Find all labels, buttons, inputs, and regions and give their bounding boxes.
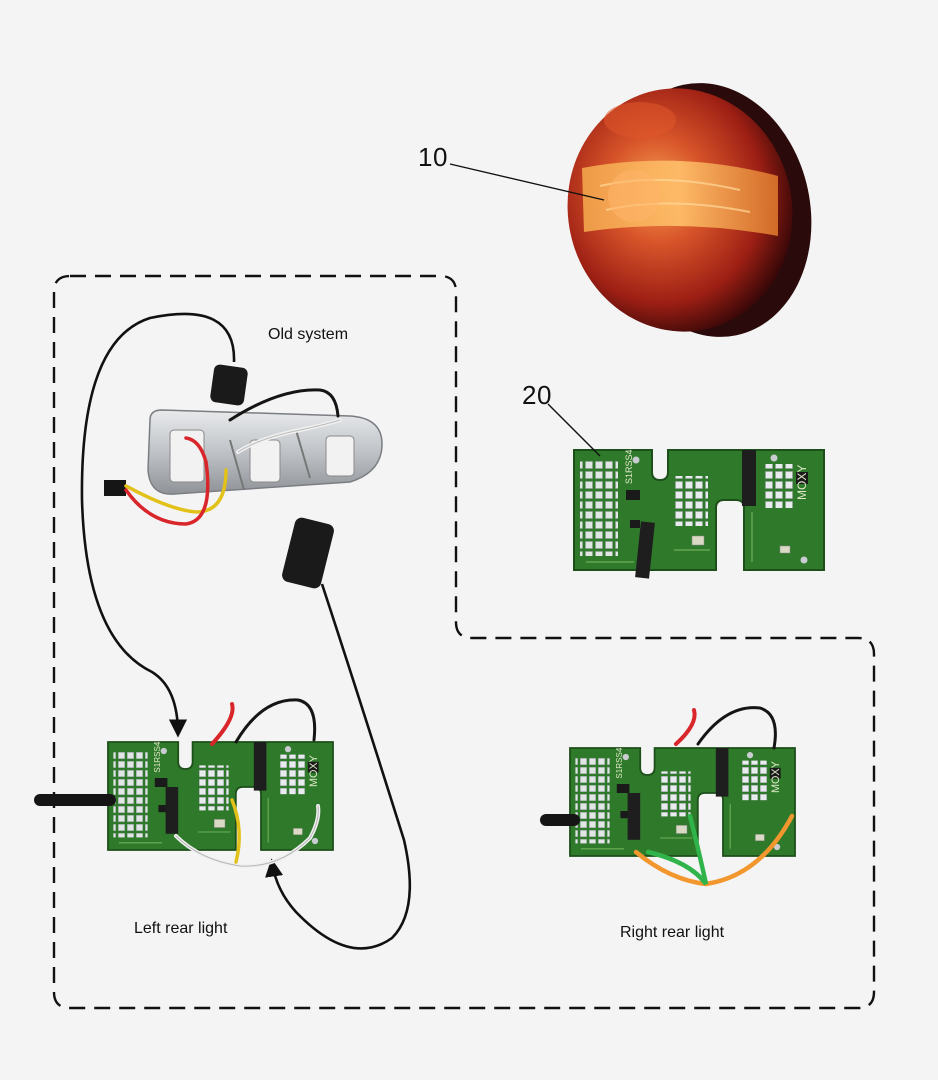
left-rear-light-caption: Left rear light — [134, 920, 228, 937]
board-callout-number: 20 — [522, 380, 552, 410]
left-rear-light-wires — [34, 698, 321, 869]
connector-plugs — [210, 364, 334, 589]
old-system-bulb-holder — [104, 409, 383, 496]
board-callout-leader — [547, 403, 601, 457]
silkscreen-code-0: S1RSS4 — [624, 449, 634, 484]
silkscreen-code-2: S1RSS4 — [615, 747, 624, 779]
arrow-old-to-left — [80, 312, 236, 738]
silkscreen-code-1: S1RSS4 — [153, 741, 162, 773]
silkscreen-brand-2: MOXY — [770, 761, 782, 793]
silkscreen-brand-1: MOXY — [308, 755, 320, 787]
lamp-callout-leader — [449, 163, 605, 201]
right-rear-light-board: MOXY S1RSS4 — [569, 747, 796, 857]
arrow-plug-to-left — [265, 583, 412, 950]
dashed-boundary — [52, 274, 876, 1010]
silkscreen-brand-0: MOXY — [795, 465, 809, 500]
rear-lamp-image — [567, 83, 812, 337]
new-pcb-board: MOXY S1RSS4 — [573, 449, 825, 579]
lamp-callout-number: 10 — [418, 142, 448, 172]
old-system-wires — [124, 388, 342, 526]
left-rear-light-board: MOXY S1RSS4 — [107, 741, 334, 851]
old-system-caption: Old system — [268, 326, 349, 343]
right-rear-light-wires — [540, 706, 795, 887]
right-rear-light-caption: Right rear light — [620, 924, 725, 941]
